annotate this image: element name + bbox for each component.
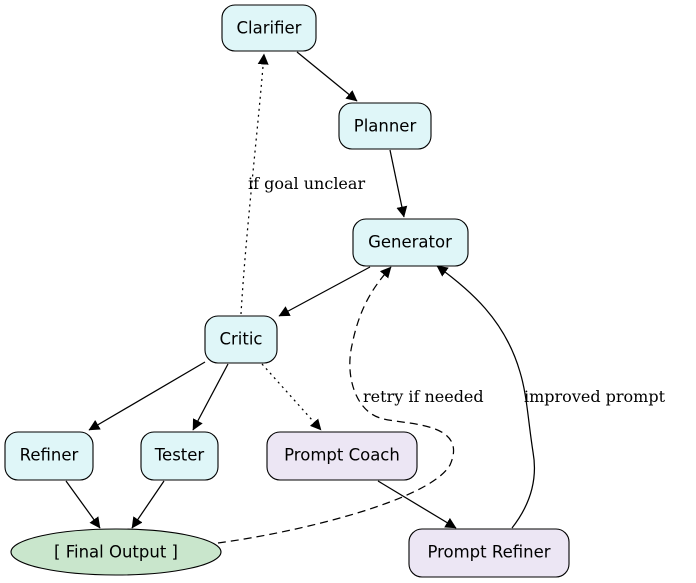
edge-refiner-output [65,480,101,529]
node-refiner-box [4,431,94,481]
node-refiner: Refiner [4,431,94,481]
node-refiner-label: Refiner [20,446,79,465]
node-prompt-coach: Prompt Coach [266,431,418,481]
edge-critic-prompt-coach [261,363,322,431]
node-clarifier-label: Clarifier [237,19,302,38]
label-retry-if-needed: retry if needed [363,387,484,406]
node-final-output: [ Final Output ] [10,528,222,576]
node-tester: Tester [140,431,219,481]
node-generator: Generator [352,218,469,267]
node-clarifier: Clarifier [221,4,317,52]
label-if-goal-unclear: if goal unclear [248,174,365,193]
edge-prompt-refiner-generator [436,265,536,529]
edge-clarifier-planner [296,51,358,102]
node-prompt-refiner-label: Prompt Refiner [427,543,550,562]
edge-critic-clarifier [240,53,269,315]
edge-planner-generator [389,149,408,218]
node-planner-box [338,102,432,150]
node-tester-label: Tester [154,446,205,465]
node-prompt-refiner-box [408,528,570,578]
node-generator-box [352,218,469,267]
node-prompt-refiner: Prompt Refiner [408,528,570,578]
node-planner-label: Planner [354,117,417,136]
node-tester-box [140,431,219,481]
node-clarifier-box [221,4,317,52]
edge-tester-output [131,480,165,529]
node-prompt-coach-box [266,431,418,481]
node-critic-box [204,315,278,364]
edge-generator-critic [278,266,371,317]
label-improved-prompt: improved prompt [524,387,666,406]
node-final-output-ellipse [10,528,222,576]
node-prompt-coach-label: Prompt Coach [284,446,400,465]
node-critic: Critic [204,315,278,364]
edge-critic-tester [192,363,229,431]
node-critic-label: Critic [219,330,262,349]
node-planner: Planner [338,102,432,150]
edge-critic-refiner [88,361,206,431]
edge-prompt-coach-prompt-refiner [377,480,457,529]
node-generator-label: Generator [368,233,452,252]
node-final-output-label: [ Final Output ] [54,543,178,562]
